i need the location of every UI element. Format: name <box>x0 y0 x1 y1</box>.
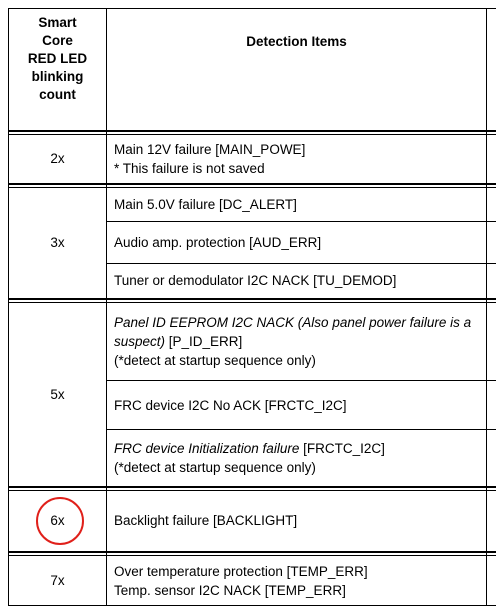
blink-count: 7x <box>9 556 107 606</box>
detection-item: FRC device I2C No ACK [FRCTC_I2C] <box>107 381 487 430</box>
detection-table: Smart Core RED LED blinking count Detect… <box>8 8 496 606</box>
blink-count: 6x <box>9 490 107 552</box>
item-text-italic: FRC device Initialization failure <box>114 441 299 456</box>
header-items: Detection Items <box>107 9 487 132</box>
extra-cell <box>487 221 496 263</box>
detection-item: Over temperature protection [TEMP_ERR] T… <box>107 556 487 606</box>
header-count-line: RED LED <box>16 50 99 68</box>
circled-count: 6x <box>50 513 64 528</box>
item-text: Main 12V failure [MAIN_POWE] <box>114 140 479 159</box>
table-row: 5x Panel ID EEPROM I2C NACK (Also panel … <box>9 303 496 381</box>
extra-cell <box>487 303 496 381</box>
detection-item: Main 5.0V failure [DC_ALERT] <box>107 187 487 221</box>
extra-cell <box>487 490 496 552</box>
extra-cell <box>487 556 496 606</box>
detection-item: Panel ID EEPROM I2C NACK (Also panel pow… <box>107 303 487 381</box>
extra-cell <box>487 187 496 221</box>
header-count-line: Smart <box>16 14 99 32</box>
item-note: * This failure is not saved <box>114 159 479 178</box>
item-code: [FRCTC_I2C] <box>299 441 385 456</box>
header-count: Smart Core RED LED blinking count <box>9 9 107 132</box>
detection-item: Audio amp. protection [AUD_ERR] <box>107 221 487 263</box>
item-note: (*detect at startup sequence only) <box>114 351 479 370</box>
table-row: 7x Over temperature protection [TEMP_ERR… <box>9 556 496 606</box>
red-circle-annotation <box>36 497 84 545</box>
extra-cell <box>487 430 496 487</box>
extra-cell <box>487 263 496 299</box>
item-note: (*detect at startup sequence only) <box>114 458 479 477</box>
header-extra-column <box>487 9 496 132</box>
item-text: Over temperature protection [TEMP_ERR] <box>114 562 479 581</box>
detection-item: Tuner or demodulator I2C NACK [TU_DEMOD] <box>107 263 487 299</box>
header-count-line: Core <box>16 32 99 50</box>
extra-cell <box>487 381 496 430</box>
table-row: 2x Main 12V failure [MAIN_POWE] * This f… <box>9 135 496 184</box>
detection-item: Main 12V failure [MAIN_POWE] * This fail… <box>107 135 487 184</box>
item-text: Temp. sensor I2C NACK [TEMP_ERR] <box>114 581 479 600</box>
detection-item: Backlight failure [BACKLIGHT] <box>107 490 487 552</box>
header-count-line: blinking <box>16 68 99 86</box>
detection-item: FRC device Initialization failure [FRCTC… <box>107 430 487 487</box>
table-row: 3x Main 5.0V failure [DC_ALERT] <box>9 187 496 221</box>
table-row: 6x Backlight failure [BACKLIGHT] <box>9 490 496 552</box>
header-row: Smart Core RED LED blinking count Detect… <box>9 9 496 132</box>
extra-cell <box>487 135 496 184</box>
blink-count: 2x <box>9 135 107 184</box>
blink-count: 3x <box>9 187 107 299</box>
item-code: [P_ID_ERR] <box>165 334 242 349</box>
blink-count: 5x <box>9 303 107 487</box>
header-count-line: count <box>16 86 99 104</box>
